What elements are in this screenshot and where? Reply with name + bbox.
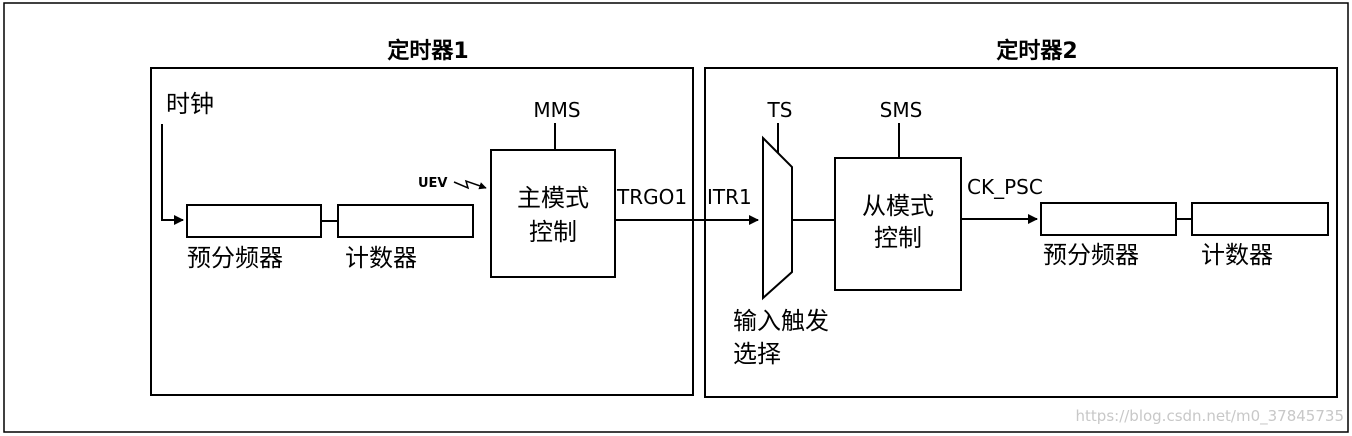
slave-mode-label-line1: 从模式 [862,192,934,220]
ck-psc-label: CK_PSC [967,175,1043,199]
timer2-prescaler-box [1040,202,1177,236]
timer2-counter-label: 计数器 [1201,241,1273,269]
timer2-title: 定时器2 [996,38,1077,64]
uev-arrow [453,179,487,190]
clock-line [161,124,184,225]
timer1-counter-label: 计数器 [345,244,417,272]
input-trigger-label-line1: 输入触发 [733,307,829,335]
timer1-counter-box [337,204,474,238]
timer2-counter-box [1191,202,1329,236]
input-trigger-label-line2: 选择 [733,340,781,368]
uev-label: UEV [418,176,448,191]
timer1-prescaler-box [186,204,322,238]
master-mode-label-line2: 控制 [529,218,577,246]
timer2-prescaler-label: 预分频器 [1043,241,1139,269]
trgo1-label: TRGO1 [616,185,687,209]
mms-label: MMS [533,98,580,122]
slave-mode-control-box [834,157,962,291]
ts-label: TS [767,98,793,122]
input-trigger-selector-mux [762,135,793,301]
timer2-box [704,67,1338,398]
sms-label: SMS [880,98,923,122]
timer1-title: 定时器1 [387,38,468,64]
clock-label: 时钟 [166,90,214,118]
master-mode-control-box [490,149,616,278]
slave-mode-label-line2: 控制 [874,224,922,252]
itr1-label: ITR1 [707,185,752,209]
watermark: https://blog.csdn.net/m0_37845735 [1076,407,1344,426]
master-mode-label-line1: 主模式 [517,184,589,212]
outer-frame [3,2,1349,433]
timer1-prescaler-label: 预分频器 [187,244,283,272]
timer1-box [150,67,694,396]
